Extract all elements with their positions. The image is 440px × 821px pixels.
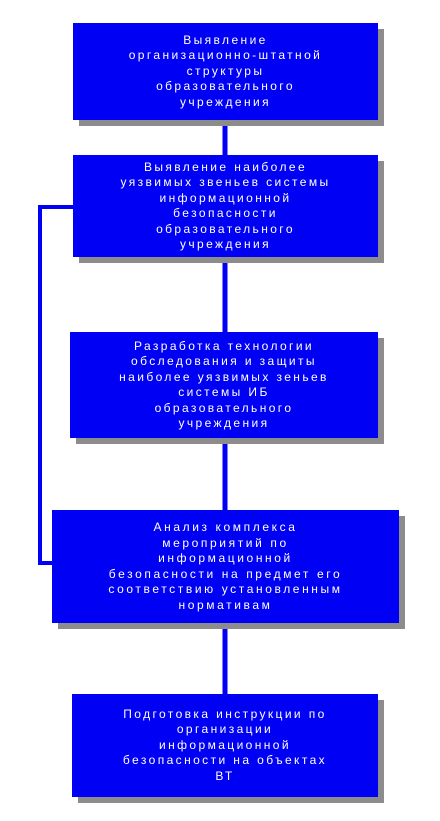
step-5-text: Подготовка инструкции по организации инф… [122,706,328,783]
step-1-text: Выявление организационно-штатной структу… [128,32,323,109]
step-3-text: Разработка технологии обследования и защ… [119,338,329,431]
step-box-4: Анализ комплекса мероприятий по информац… [52,510,399,623]
step-4-text: Анализ комплекса мероприятий по информац… [108,520,343,612]
feedback-connector-2-4 [38,205,73,565]
step-box-5: Подготовка инструкции по организации инф… [72,694,378,797]
step-2-text: Выявление наиболее уязвимых звеньев сист… [120,159,331,252]
step-box-3: Разработка технологии обследования и защ… [70,332,378,438]
step-box-1: Выявление организационно-штатной структу… [73,23,378,120]
step-box-2: Выявление наиболее уязвимых звеньев сист… [73,155,378,257]
